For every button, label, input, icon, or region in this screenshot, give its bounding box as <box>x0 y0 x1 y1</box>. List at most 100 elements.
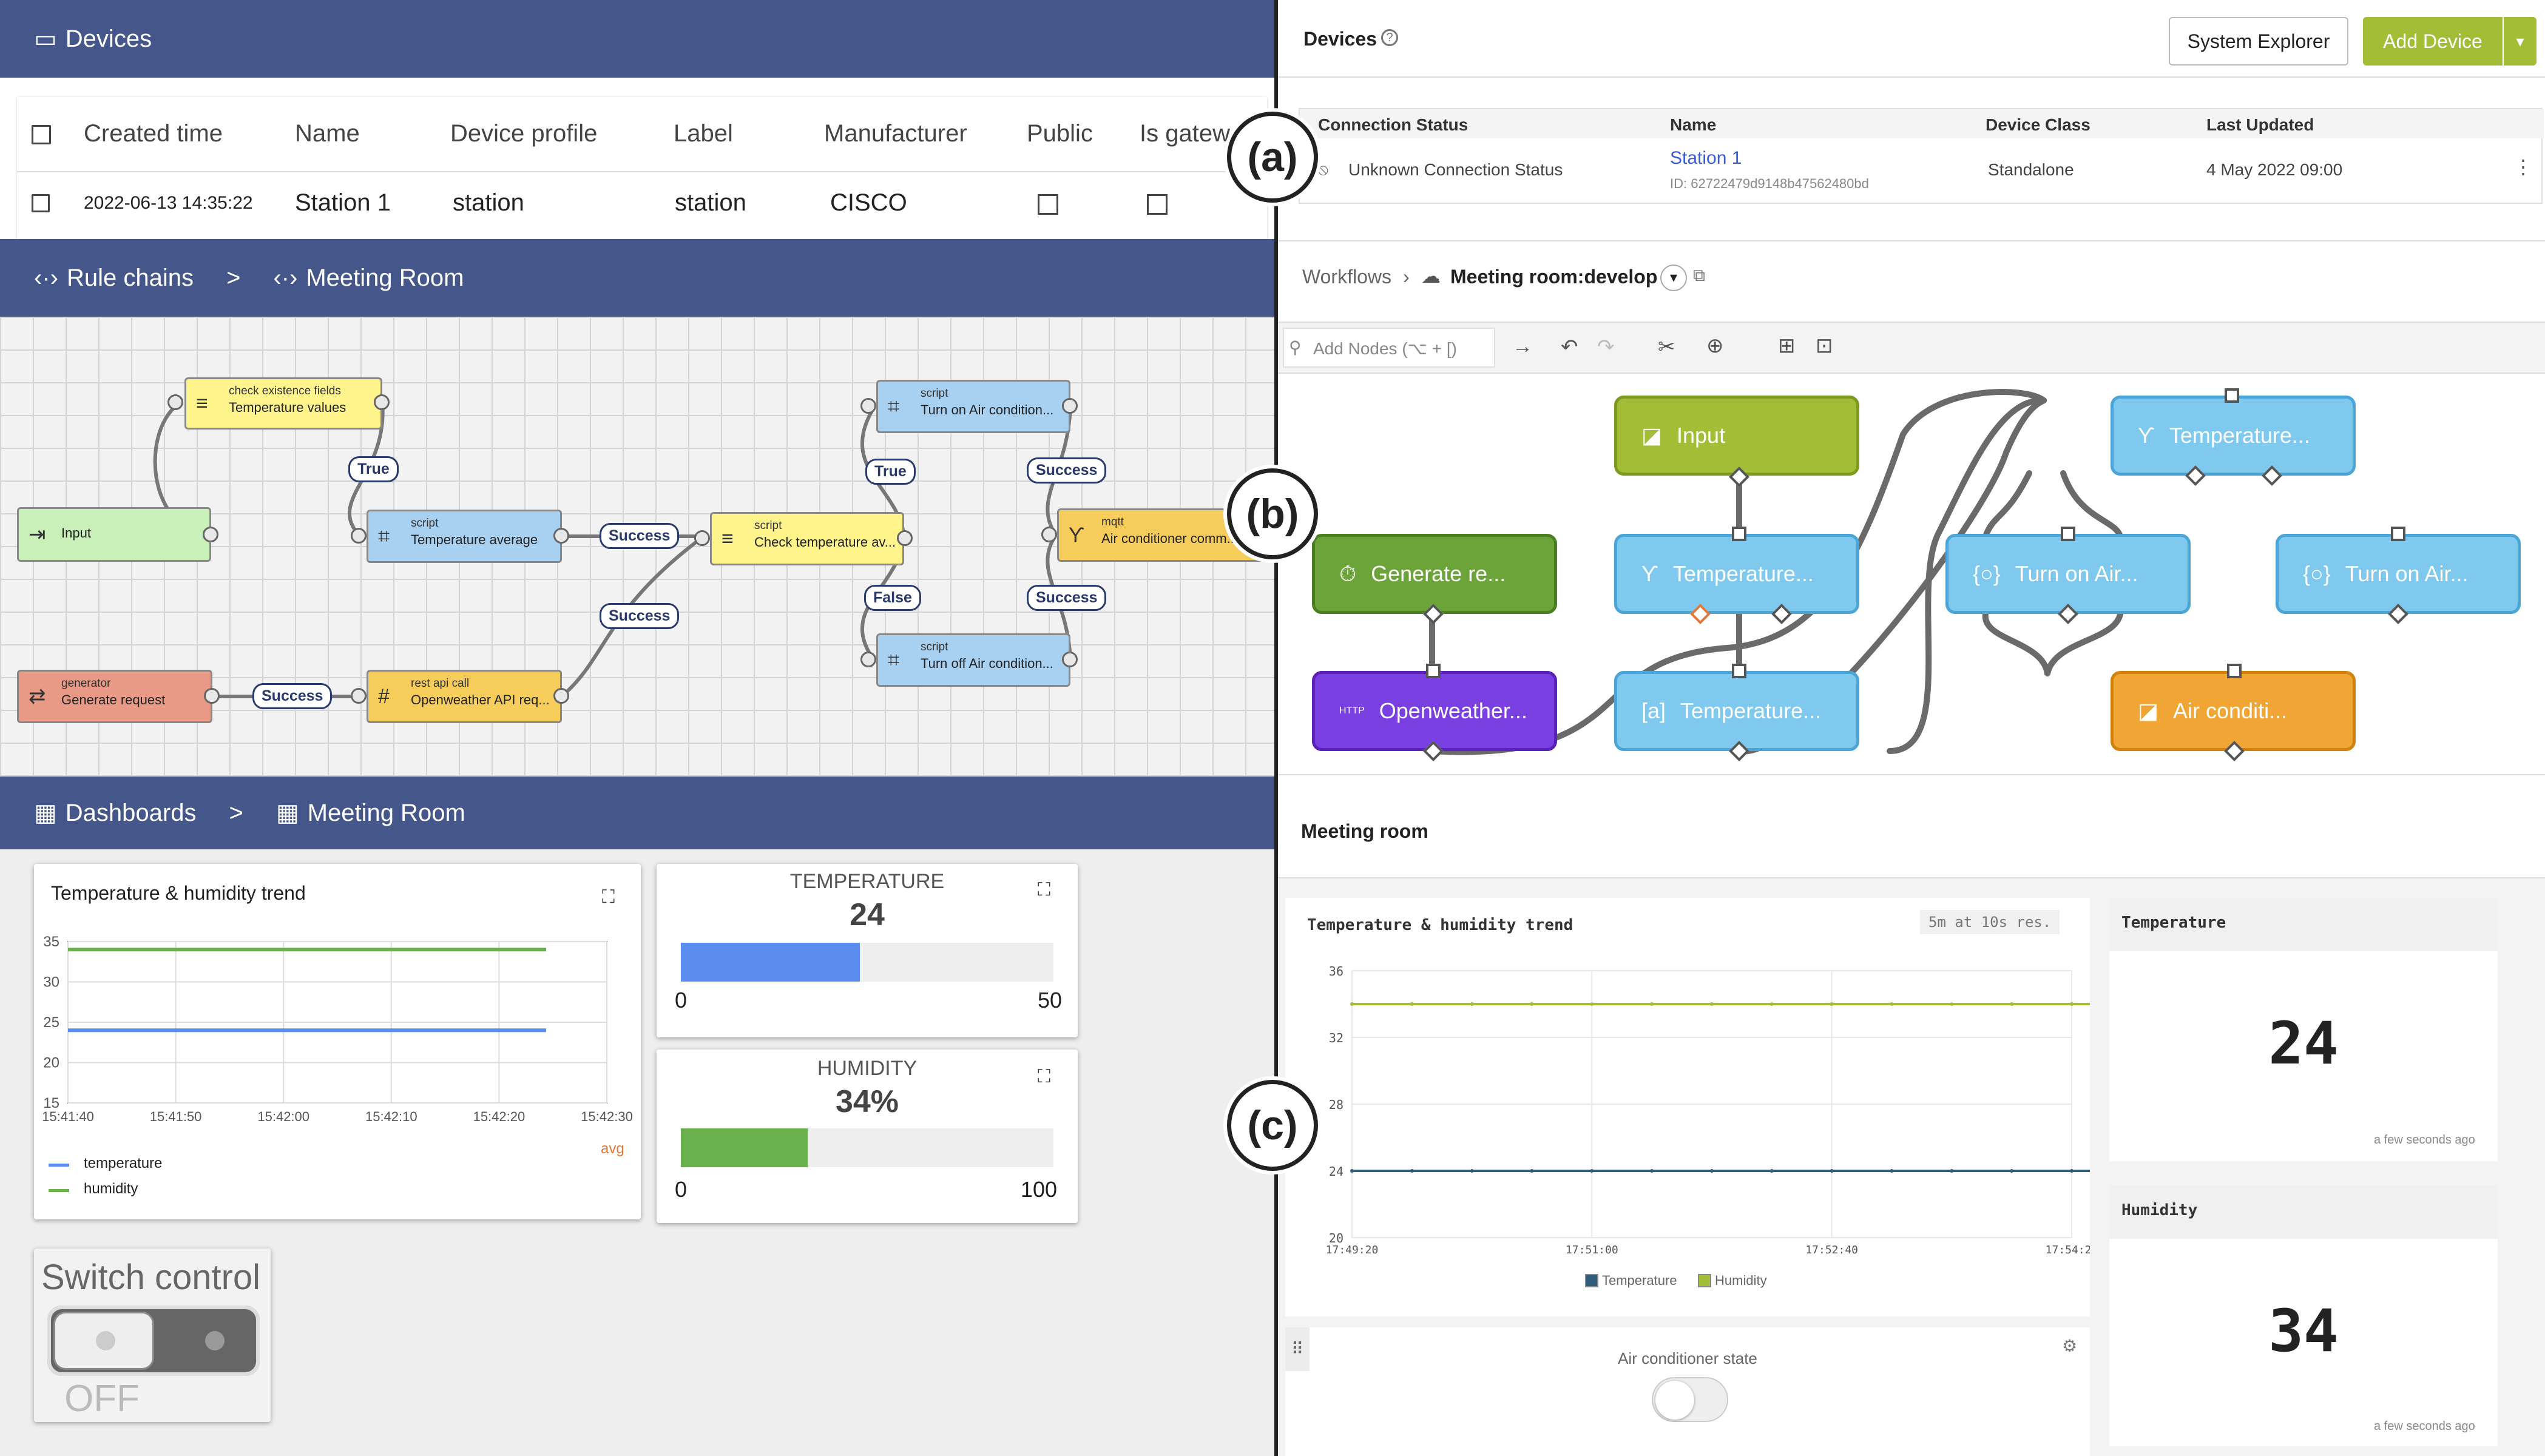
input-port[interactable] <box>1426 664 1441 678</box>
col-last-updated[interactable]: Last Updated <box>2206 115 2314 134</box>
wf-node-temperature-3[interactable]: [a]Temperature... <box>1614 671 1859 751</box>
link-label[interactable]: Success <box>1027 585 1107 611</box>
link-label[interactable]: False <box>864 585 921 611</box>
humidity-min: 0 <box>675 1177 688 1202</box>
port[interactable] <box>694 530 710 546</box>
crumb-rule-chains[interactable]: Rule chains <box>66 264 194 291</box>
node-generator[interactable]: ⇄ generator Generate request <box>17 670 212 723</box>
temperature-title: Temperature <box>2109 898 2498 951</box>
crumb-workflows[interactable]: Workflows <box>1302 266 1391 288</box>
node-turn-off-ac[interactable]: ⌗ script Turn off Air condition... <box>876 633 1070 687</box>
link-label[interactable]: Success <box>252 683 333 709</box>
port[interactable] <box>351 528 367 544</box>
script-icon: ⌗ <box>888 394 900 418</box>
wf-node-turn-on-air-1[interactable]: {○}Turn on Air... <box>1945 534 2191 614</box>
gear-icon[interactable]: ⚙ <box>2062 1336 2078 1355</box>
switch-toggle[interactable] <box>47 1306 260 1376</box>
wf-node-turn-on-air-2[interactable]: {○}Turn on Air... <box>2276 534 2521 614</box>
node-check-temperature[interactable]: ≡ script Check temperature av... <box>710 512 904 565</box>
row-name-link[interactable]: Station 1 <box>1670 148 1742 168</box>
undo-icon[interactable]: ↶ <box>1561 335 1578 359</box>
node-input[interactable]: ⇥ Input <box>17 507 211 562</box>
branch-dropdown[interactable]: ▾ <box>1660 265 1687 291</box>
scissors-icon[interactable]: ✂ <box>1658 335 1675 359</box>
redo-icon[interactable]: ↷ <box>1597 335 1615 359</box>
link-label[interactable]: True <box>348 456 399 482</box>
row-profile: station <box>453 189 524 216</box>
row-checkbox[interactable] <box>32 194 50 212</box>
link-label[interactable]: Success <box>600 603 680 629</box>
switch-knob-dot <box>96 1331 115 1350</box>
system-explorer-button[interactable]: System Explorer <box>2169 17 2348 66</box>
input-port[interactable] <box>1732 527 1746 541</box>
link-label[interactable]: True <box>865 459 916 485</box>
more-icon[interactable]: ⋮ <box>2513 156 2533 178</box>
wf-node-input[interactable]: ◪Input <box>1614 396 1859 476</box>
add-device-button[interactable]: Add Device <box>2363 17 2503 66</box>
wf-node-air-conditioner[interactable]: ◪Air conditi... <box>2111 671 2356 751</box>
dashboard-icon: ▦ <box>275 800 299 826</box>
arrow-right-icon[interactable]: → <box>1512 335 1533 358</box>
chevron-down-icon[interactable]: ▾ <box>2504 17 2537 66</box>
row-name[interactable]: Station 1 <box>295 189 391 216</box>
layout-icon[interactable]: ⊡ <box>1816 334 1833 357</box>
add-nodes-input[interactable]: ⚲ Add Nodes (⌥ + [) <box>1283 328 1495 368</box>
port[interactable] <box>553 688 569 704</box>
col-created-time[interactable]: Created time <box>84 120 223 147</box>
input-port[interactable] <box>1732 664 1746 678</box>
port[interactable] <box>553 528 569 544</box>
public-checkbox[interactable] <box>1038 194 1058 215</box>
copy-icon[interactable]: ⧉ <box>1693 266 1705 285</box>
filter-icon: ≡ <box>722 527 734 550</box>
expand-icon[interactable]: ⛶ <box>602 887 615 907</box>
resolution-badge[interactable]: 5m at 10s res. <box>1920 910 2060 934</box>
col-public[interactable]: Public <box>1027 120 1093 147</box>
port[interactable] <box>897 530 913 546</box>
col-label[interactable]: Label <box>674 120 733 147</box>
port[interactable] <box>1062 652 1078 667</box>
link-label[interactable]: Success <box>1027 457 1107 484</box>
crumb-dashboards[interactable]: Dashboards <box>65 799 197 826</box>
node-temperature-average[interactable]: ⌗ script Temperature average <box>367 510 562 563</box>
link-label[interactable]: Success <box>600 523 680 549</box>
expand-icon[interactable]: ⛶ <box>1038 1067 1050 1087</box>
port[interactable] <box>203 527 218 542</box>
col-device-class[interactable]: Device Class <box>1986 115 2090 134</box>
gateway-checkbox[interactable] <box>1147 194 1168 215</box>
input-port[interactable] <box>2225 388 2239 403</box>
port[interactable] <box>351 688 367 704</box>
input-port[interactable] <box>2227 664 2242 678</box>
col-device-profile[interactable]: Device profile <box>450 120 598 147</box>
wf-node-generate[interactable]: ⏱Generate re... <box>1312 534 1557 614</box>
node-check-existence[interactable]: ≡ check existence fields Temperature val… <box>184 377 382 430</box>
drag-handle-icon[interactable]: ⠿ <box>1285 1327 1310 1371</box>
col-connection-status[interactable]: Connection Status <box>1318 115 1469 134</box>
ac-toggle[interactable] <box>1652 1377 1728 1422</box>
rule-chain-canvas[interactable]: ⇥ Input ≡ check existence fields Tempera… <box>0 317 1276 777</box>
col-manufacturer[interactable]: Manufacturer <box>824 120 967 147</box>
select-all-checkbox[interactable] <box>32 125 51 144</box>
divider <box>1278 240 2545 241</box>
node-rest-api[interactable]: # rest api call Openweather API req... <box>367 670 562 723</box>
add-frame-icon[interactable]: ⊞ <box>1778 334 1796 357</box>
input-port[interactable] <box>2391 527 2405 541</box>
col-name[interactable]: Name <box>295 120 360 147</box>
col-name[interactable]: Name <box>1670 115 1717 134</box>
expand-icon[interactable]: ⛶ <box>1038 880 1050 900</box>
help-icon[interactable]: ? <box>1381 29 1398 46</box>
port[interactable] <box>1062 398 1078 414</box>
port[interactable] <box>860 398 876 414</box>
port[interactable] <box>374 394 390 410</box>
port[interactable] <box>1041 527 1057 542</box>
node-turn-on-ac[interactable]: ⌗ script Turn on Air condition... <box>876 380 1070 433</box>
node-mqtt[interactable]: Ƴ mqtt Air conditioner comm... <box>1057 508 1276 562</box>
port[interactable] <box>860 652 876 667</box>
input-port[interactable] <box>2061 527 2075 541</box>
port[interactable] <box>204 688 220 704</box>
zoom-icon[interactable]: ⊕ <box>1706 334 1724 357</box>
port[interactable] <box>167 394 183 410</box>
